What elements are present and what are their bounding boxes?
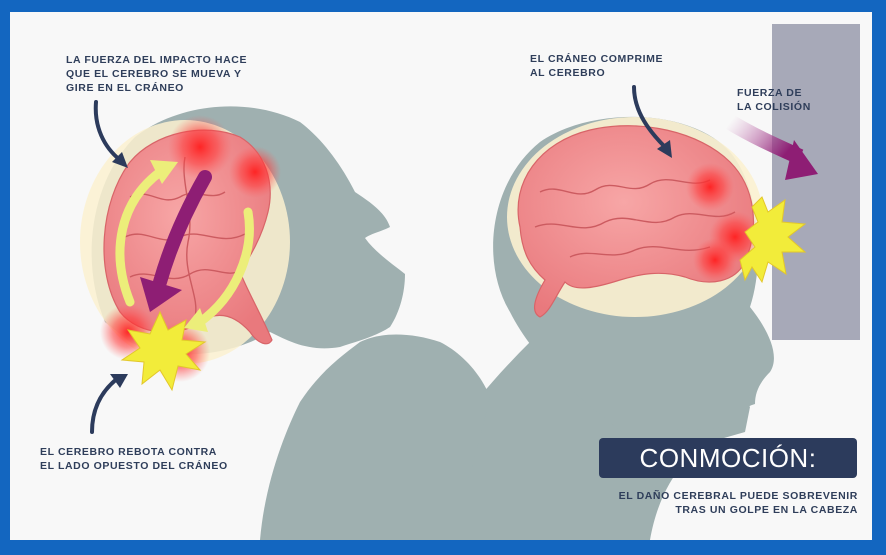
subtitle: EL DAÑO CEREBRAL PUEDE SOBREVENIR TRAS U…: [619, 489, 858, 517]
label-force-line1: FUERZA DE: [737, 86, 811, 100]
label-collision-force: FUERZA DE LA COLISIÓN: [737, 86, 811, 114]
wall: [772, 24, 860, 340]
label-impact-line2: QUE EL CEREBRO SE MUEVA Y: [66, 67, 247, 81]
label-skull-line2: AL CEREBRO: [530, 66, 663, 80]
title: CONMOCIÓN:: [599, 438, 857, 478]
label-impact-line3: GIRE EN EL CRÁNEO: [66, 81, 247, 95]
label-impact: LA FUERZA DEL IMPACTO HACE QUE EL CEREBR…: [66, 53, 247, 95]
infographic-panel: LA FUERZA DEL IMPACTO HACE QUE EL CEREBR…: [10, 12, 872, 540]
label-rebound-line2: EL LADO OPUESTO DEL CRÁNEO: [40, 459, 228, 473]
subtitle-line1: EL DAÑO CEREBRAL PUEDE SOBREVENIR: [619, 489, 858, 503]
left-brain-group: [80, 115, 290, 390]
label-rebound-line1: EL CEREBRO REBOTA CONTRA: [40, 445, 228, 459]
title-box: CONMOCIÓN:: [599, 438, 857, 478]
label-skull-compresses: EL CRÁNEO COMPRIME AL CEREBRO: [530, 52, 663, 80]
label-brain-rebound: EL CEREBRO REBOTA CONTRA EL LADO OPUESTO…: [40, 445, 228, 473]
left-body-silhouette: [260, 335, 490, 541]
label-skull-line1: EL CRÁNEO COMPRIME: [530, 52, 663, 66]
pointer-arrow-rebound: [92, 378, 118, 432]
label-impact-line1: LA FUERZA DEL IMPACTO HACE: [66, 53, 247, 67]
subtitle-line2: TRAS UN GOLPE EN LA CABEZA: [619, 503, 858, 517]
label-force-line2: LA COLISIÓN: [737, 100, 811, 114]
